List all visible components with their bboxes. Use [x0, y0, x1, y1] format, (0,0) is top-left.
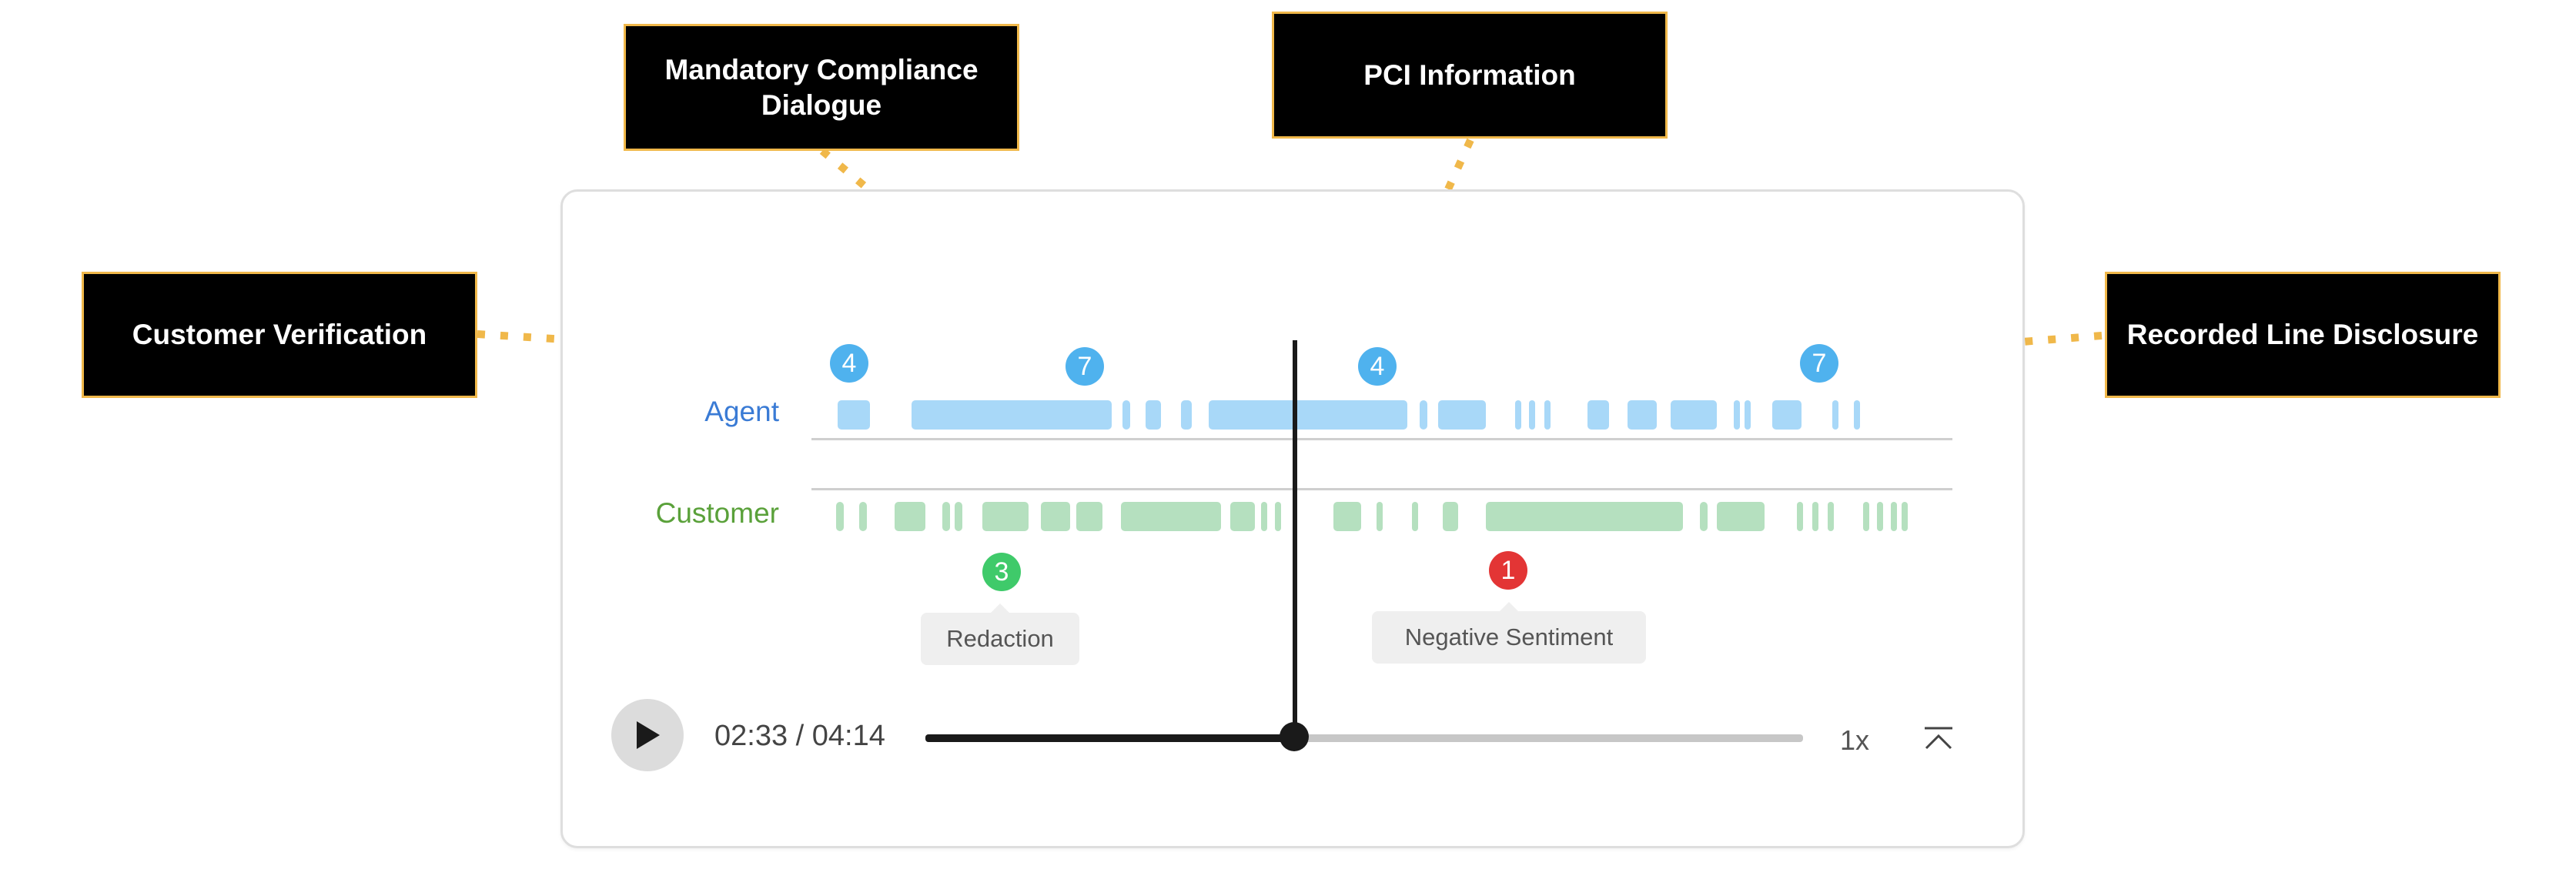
- agent-track-label: Agent: [704, 396, 779, 427]
- callout-pci-information: PCI Information: [1272, 12, 1668, 139]
- agent-speech-segment[interactable]: [1529, 400, 1535, 430]
- agent-speech-segment[interactable]: [1854, 400, 1860, 430]
- customer-speech-segment[interactable]: [1902, 502, 1908, 531]
- playback-time: 02:33 / 04:14: [714, 720, 885, 752]
- customer-speech-segment[interactable]: [1377, 502, 1383, 531]
- agent-track-divider: [811, 438, 1952, 440]
- customer-speech-segment[interactable]: [1877, 502, 1883, 531]
- customer-speech-segment[interactable]: [1261, 502, 1267, 531]
- callout-mandatory-compliance-text: Mandatory Compliance Dialogue: [664, 53, 979, 121]
- agent-event-marker[interactable]: 7: [1066, 347, 1104, 386]
- agent-event-marker[interactable]: 4: [830, 344, 868, 383]
- agent-event-marker[interactable]: 4: [1358, 347, 1397, 386]
- customer-speech-segment[interactable]: [955, 502, 962, 531]
- customer-speech-segment[interactable]: [1275, 502, 1281, 531]
- progress-scrubber[interactable]: [1280, 722, 1309, 751]
- customer-speech-segment[interactable]: [1891, 502, 1897, 531]
- customer-speech-segment[interactable]: [1412, 502, 1418, 531]
- play-button[interactable]: [611, 699, 684, 771]
- agent-speech-segment[interactable]: [1209, 400, 1407, 430]
- progress-fill: [925, 734, 1286, 742]
- customer-track-divider: [811, 488, 1952, 490]
- callout-customer-verification: Customer Verification: [82, 272, 477, 398]
- agent-speech-segment[interactable]: [838, 400, 870, 430]
- negative-sentiment-marker[interactable]: 1: [1489, 551, 1527, 590]
- agent-speech-segment[interactable]: [1671, 400, 1717, 430]
- negative-sentiment-tag-label: Negative Sentiment: [1404, 624, 1614, 650]
- agent-speech-segment[interactable]: [1772, 400, 1802, 430]
- agent-speech-segment[interactable]: [912, 400, 1112, 430]
- customer-speech-segment[interactable]: [1812, 502, 1818, 531]
- callout-recorded-line-text: Recorded Line Disclosure: [2126, 319, 2479, 350]
- collapse-up-icon[interactable]: [1922, 724, 1955, 754]
- redaction-marker[interactable]: 3: [982, 553, 1021, 591]
- customer-speech-segment[interactable]: [1828, 502, 1834, 531]
- agent-speech-segment[interactable]: [1122, 400, 1130, 430]
- callout-customer-verification-text: Customer Verification: [132, 319, 427, 350]
- agent-speech-segment[interactable]: [1146, 400, 1161, 430]
- customer-speech-segment[interactable]: [1443, 502, 1458, 531]
- customer-speech-segment[interactable]: [1717, 502, 1765, 531]
- customer-speech-segment[interactable]: [942, 502, 950, 531]
- customer-speech-segment[interactable]: [1797, 502, 1803, 531]
- agent-speech-segment[interactable]: [1587, 400, 1609, 430]
- redaction-tag: Redaction: [921, 603, 1079, 665]
- customer-speech-segment[interactable]: [1333, 502, 1361, 531]
- agent-speech-segment[interactable]: [1628, 400, 1657, 430]
- agent-speech-segment[interactable]: [1420, 400, 1427, 430]
- customer-track-label: Customer: [655, 497, 779, 529]
- callout-recorded-line: Recorded Line Disclosure: [2105, 272, 2501, 398]
- customer-speech-segment[interactable]: [1121, 502, 1221, 531]
- customer-speech-segment[interactable]: [1486, 502, 1683, 531]
- redaction-tag-label: Redaction: [946, 625, 1054, 652]
- agent-speech-segment[interactable]: [1745, 400, 1751, 430]
- customer-speech-segment[interactable]: [1700, 502, 1708, 531]
- agent-event-marker[interactable]: 7: [1800, 344, 1838, 383]
- customer-speech-segment[interactable]: [836, 502, 844, 531]
- customer-speech-segment[interactable]: [982, 502, 1029, 531]
- agent-speech-segment[interactable]: [1544, 400, 1551, 430]
- customer-speech-segment[interactable]: [1076, 502, 1102, 531]
- customer-speech-segment[interactable]: [859, 502, 867, 531]
- customer-speech-segment[interactable]: [1230, 502, 1255, 531]
- play-icon: [637, 721, 660, 749]
- customer-speech-segment[interactable]: [895, 502, 925, 531]
- agent-speech-segment[interactable]: [1832, 400, 1838, 430]
- agent-speech-segment[interactable]: [1438, 400, 1486, 430]
- progress-track[interactable]: [925, 734, 1803, 742]
- customer-speech-segment[interactable]: [1041, 502, 1070, 531]
- callout-pci-information-text: PCI Information: [1363, 59, 1576, 91]
- agent-speech-segment[interactable]: [1181, 400, 1192, 430]
- customer-speech-segment[interactable]: [1863, 502, 1869, 531]
- agent-speech-segment[interactable]: [1734, 400, 1740, 430]
- playhead-line[interactable]: [1293, 340, 1297, 739]
- callout-mandatory-compliance: Mandatory Compliance Dialogue: [624, 24, 1019, 151]
- playback-speed[interactable]: 1x: [1840, 724, 1870, 756]
- agent-speech-segment[interactable]: [1515, 400, 1521, 430]
- negative-sentiment-tag: Negative Sentiment: [1372, 602, 1646, 664]
